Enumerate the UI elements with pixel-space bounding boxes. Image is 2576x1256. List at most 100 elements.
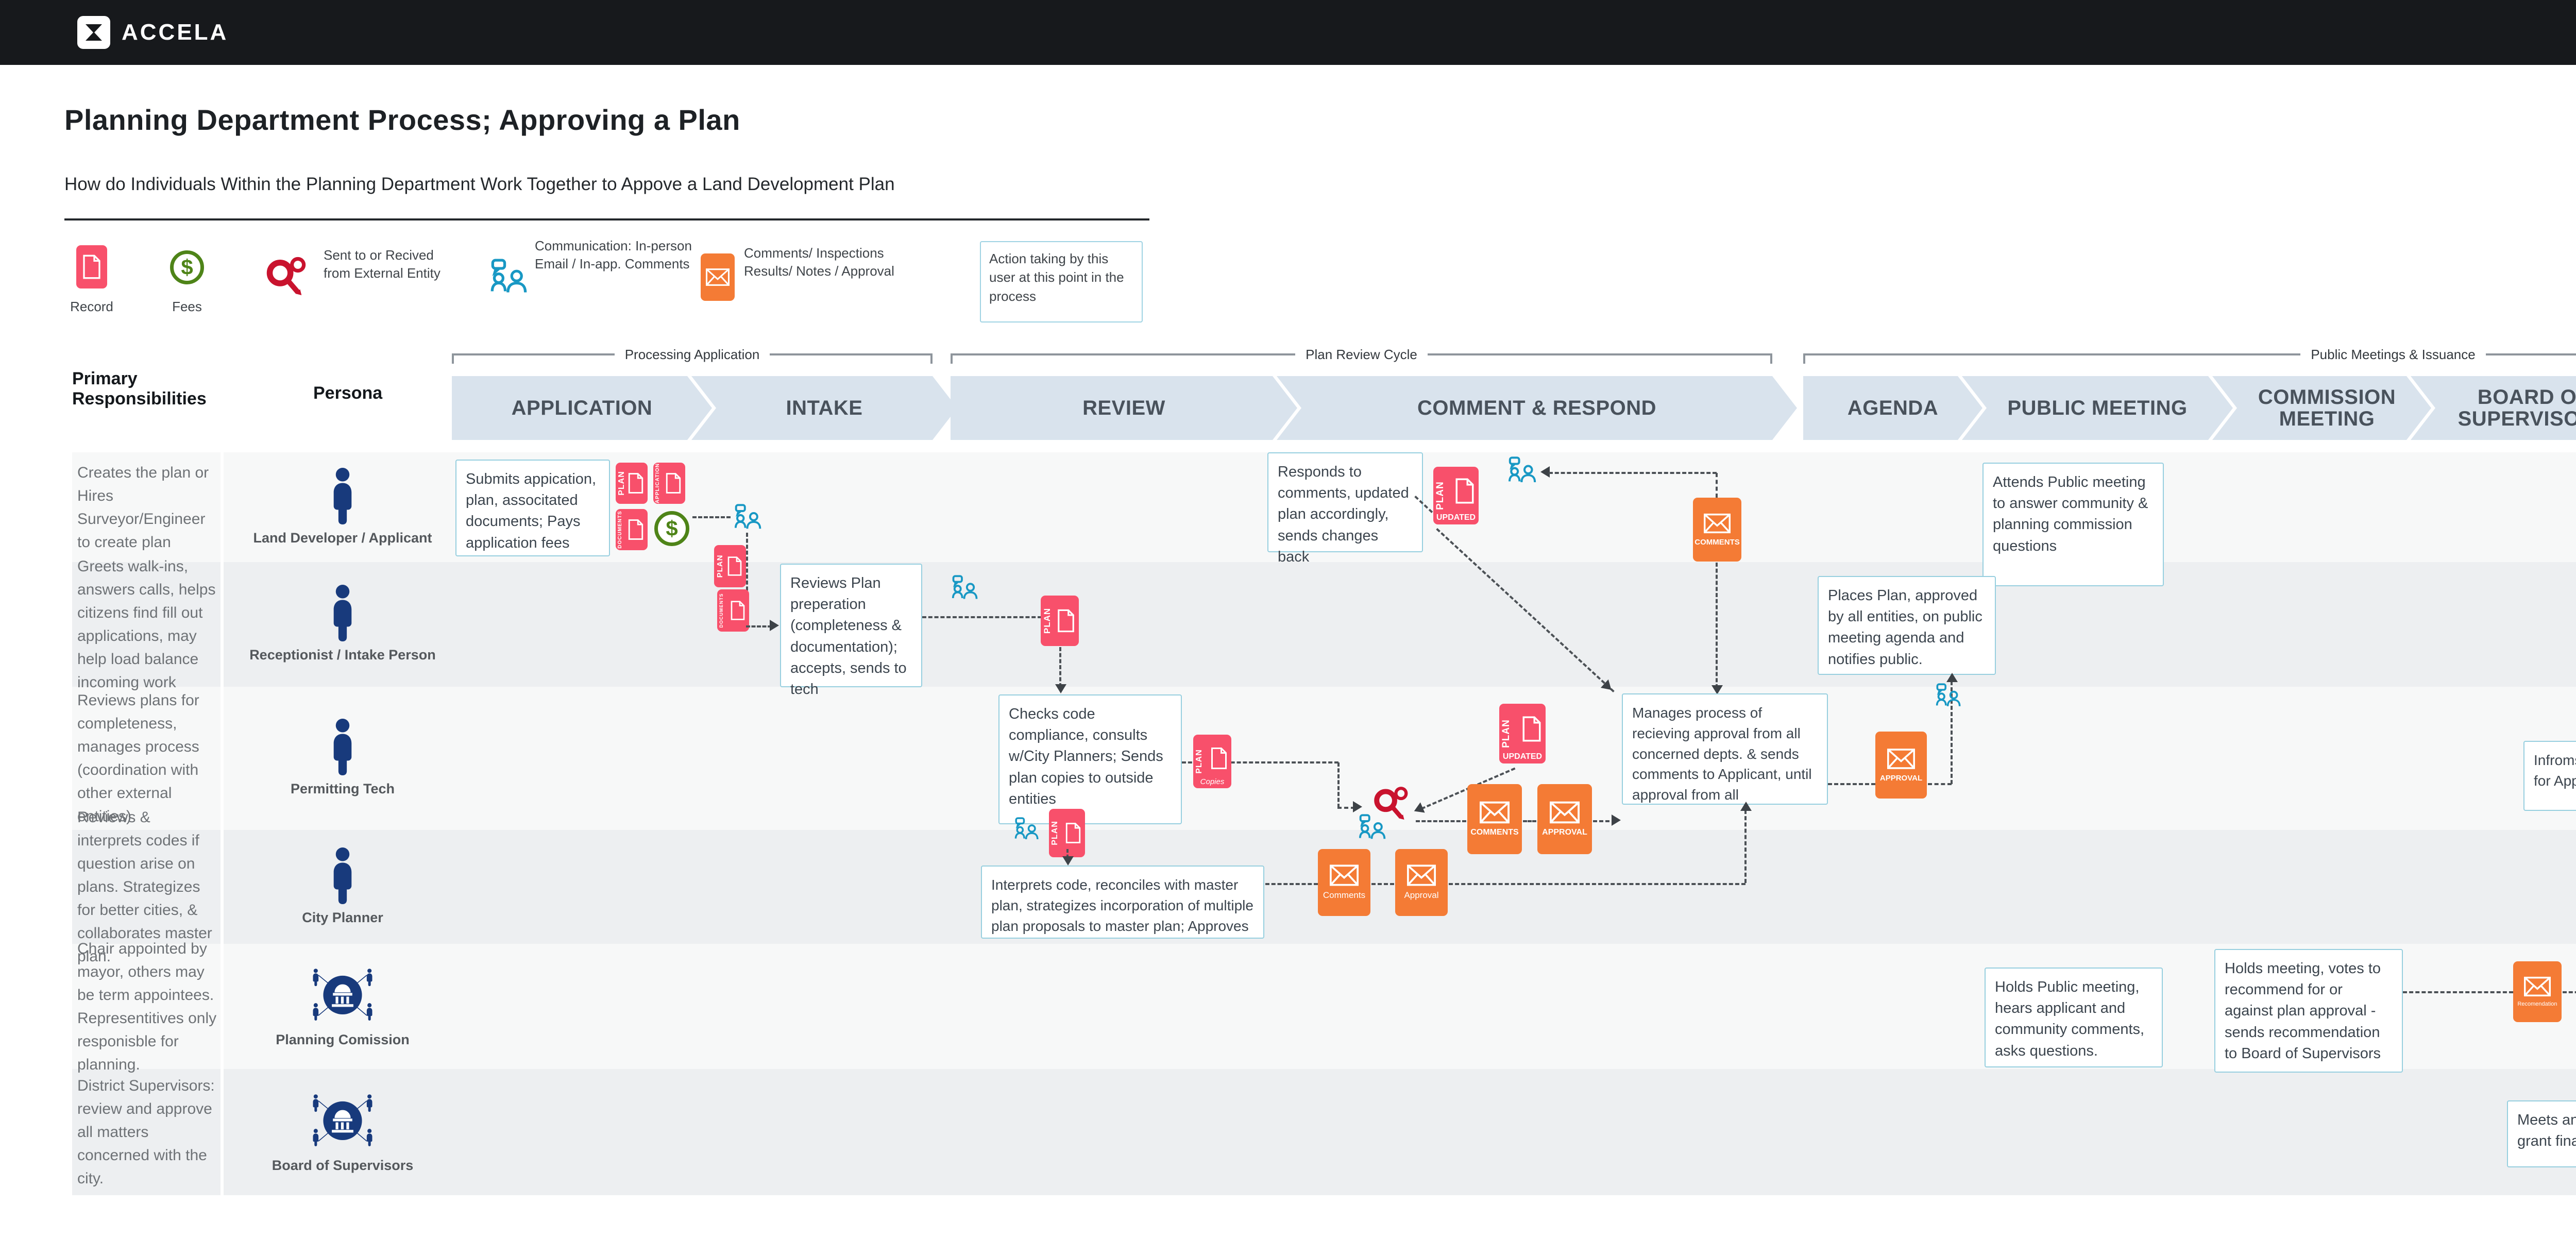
box-holds-meeting-votes: Holds meeting, votes to recommend for or… <box>2214 949 2403 1073</box>
record-plan-icon: PLAN <box>714 545 746 587</box>
connector <box>1744 810 1747 883</box>
legend-action-box: Action taking by this user at this point… <box>980 241 1143 323</box>
box-manages-approval-process: Manages process of recieving approval fr… <box>1622 693 1828 805</box>
connector <box>1449 883 1745 885</box>
phase-comment-respond: COMMENT & RESPOND <box>1277 376 1797 440</box>
phase-commission-meeting: COMMISSION MEETING <box>2212 376 2431 440</box>
persona-permitting-tech: Permitting Tech <box>242 687 443 830</box>
box-responds-comments: Responds to comments, updated plan accor… <box>1267 452 1423 565</box>
persona-land-developer: Land Developer / Applicant <box>242 452 443 562</box>
phase-application: APPLICATION <box>452 376 712 440</box>
connector <box>1337 762 1340 808</box>
record-documents-icon: DOCUMENTS <box>616 509 648 550</box>
envelope-comments-icon: COMMENTS <box>1467 784 1522 854</box>
row-2-stripe <box>72 562 2576 687</box>
envelope-comments-icon: Comments <box>1318 849 1370 916</box>
connector <box>2403 991 2513 993</box>
record-plan-icon: PLAN <box>1041 596 1079 646</box>
legend-external-label: Sent to or Recived from External Entity <box>324 247 440 281</box>
communication-icon <box>1359 814 1386 839</box>
accela-logo: ACCELA <box>77 16 228 49</box>
bracket-public-meetings-issuance: Public Meetings & Issuance <box>1803 345 2576 364</box>
connector <box>1928 783 1952 785</box>
connector <box>1066 849 1069 858</box>
fees-symbol: $ <box>181 255 193 279</box>
box-attends-public-meeting: Attends Public meeting to answer communi… <box>1982 463 2164 586</box>
record-plan-updated-icon: PLAN UPDATED <box>1499 704 1546 763</box>
record-plan-copies-icon: PLAN Copies <box>1193 735 1231 788</box>
communication-icon <box>1509 456 1536 483</box>
persona-receptionist: Receptionist / Intake Person <box>242 562 443 687</box>
responsibility-board-supervisors: District Supervisors: review and approve… <box>77 1077 215 1187</box>
connector <box>1416 820 1466 822</box>
bracket-label: Processing Application <box>624 346 760 362</box>
connector <box>1523 820 1536 822</box>
persona-label: Planning Comission <box>276 1031 410 1047</box>
bracket-plan-review-cycle: Plan Review Cycle <box>951 345 1772 364</box>
legend-communication-label: Communication: In-person Email / In-app.… <box>535 238 692 272</box>
connector <box>1059 647 1061 687</box>
connector <box>1182 761 1338 763</box>
envelope-approval-icon: Approval <box>1395 849 1448 916</box>
envelope-approval-icon: APPROVAL <box>1537 784 1592 854</box>
fees-icon: $ <box>654 511 689 546</box>
arrowhead <box>1353 801 1362 812</box>
box-meets-votes-final: Meets and votes whether or not to grant … <box>2507 1100 2576 1167</box>
legend-record-label: Record <box>70 299 113 314</box>
commission-group-icon <box>313 968 372 1021</box>
arrowhead <box>1540 466 1550 478</box>
persona-label: Receptionist / Intake Person <box>249 647 436 663</box>
column-header-responsibilities: Primary Responsibilities <box>72 369 207 409</box>
top-bar: ACCELA Planning Solution <box>0 0 2576 65</box>
persona-city-planner: City Planner <box>242 830 443 944</box>
record-plan-updated-icon: PLAN UPDATED <box>1433 467 1479 524</box>
connector <box>922 616 1042 618</box>
responsibility-land-developer: Creates the plan or Hires Surveyor/Engin… <box>77 464 209 551</box>
connector <box>746 625 772 627</box>
board-group-icon <box>313 1094 372 1146</box>
communication-icon <box>952 575 978 599</box>
bracket-label: Plan Review Cycle <box>1306 346 1417 362</box>
box-reviews-plan-preparation: Reviews Plan preperation (completeness &… <box>780 564 922 698</box>
connector <box>1828 783 1875 785</box>
row-5-stripe <box>72 944 2576 1069</box>
responsibility-city-planner: Reviews & interprets codes if question a… <box>77 809 212 965</box>
connector <box>1337 807 1355 809</box>
persona-label: Permitting Tech <box>290 781 395 797</box>
connector <box>1593 820 1616 822</box>
legend-envelope-icon <box>701 253 735 301</box>
external-entity-icon <box>1374 787 1408 820</box>
page-subtitle: How do Individuals Within the Planning D… <box>64 174 895 194</box>
column-header-persona: Persona <box>313 383 383 403</box>
person-icon <box>333 719 352 776</box>
communication-icon <box>1014 817 1039 840</box>
responsibility-receptionist: Greets walk-ins, answers calls, helps ci… <box>77 558 216 691</box>
box-holds-public-meeting: Holds Public meeting, hears applicant an… <box>1985 968 2163 1067</box>
connector <box>1549 472 1717 474</box>
arrowhead <box>1946 673 1958 682</box>
legend-external-entity-icon <box>266 257 306 295</box>
bracket-processing-application: Processing Application <box>452 345 933 364</box>
connector <box>1716 473 1718 498</box>
connector <box>746 533 748 626</box>
arrowhead <box>1711 685 1723 694</box>
connector <box>1951 681 1953 784</box>
legend-record-icon <box>76 245 107 288</box>
legend-communication-icon <box>490 259 527 293</box>
phase-review: REVIEW <box>951 376 1297 440</box>
envelope-approval-icon: APPROVAL <box>1875 732 1927 799</box>
phase-intake: INTAKE <box>691 376 957 440</box>
persona-label: City Planner <box>302 909 383 925</box>
persona-label: Board of Supervisors <box>272 1157 414 1173</box>
connector <box>692 516 731 518</box>
connector <box>1716 563 1718 688</box>
bracket-label: Public Meetings & Issuance <box>2311 346 2476 362</box>
box-checks-code-compliance: Checks code compliance, consults w/City … <box>998 694 1182 824</box>
connector <box>1265 883 1318 885</box>
accela-mark-icon <box>77 16 110 49</box>
subtitle-rule <box>64 218 1149 220</box>
box-interprets-code: Interprets code, reconciles with master … <box>981 865 1264 939</box>
responsibility-permitting-tech: Reviews plans for completeness, manages … <box>77 692 199 825</box>
row-6-stripe <box>72 1069 2576 1195</box>
